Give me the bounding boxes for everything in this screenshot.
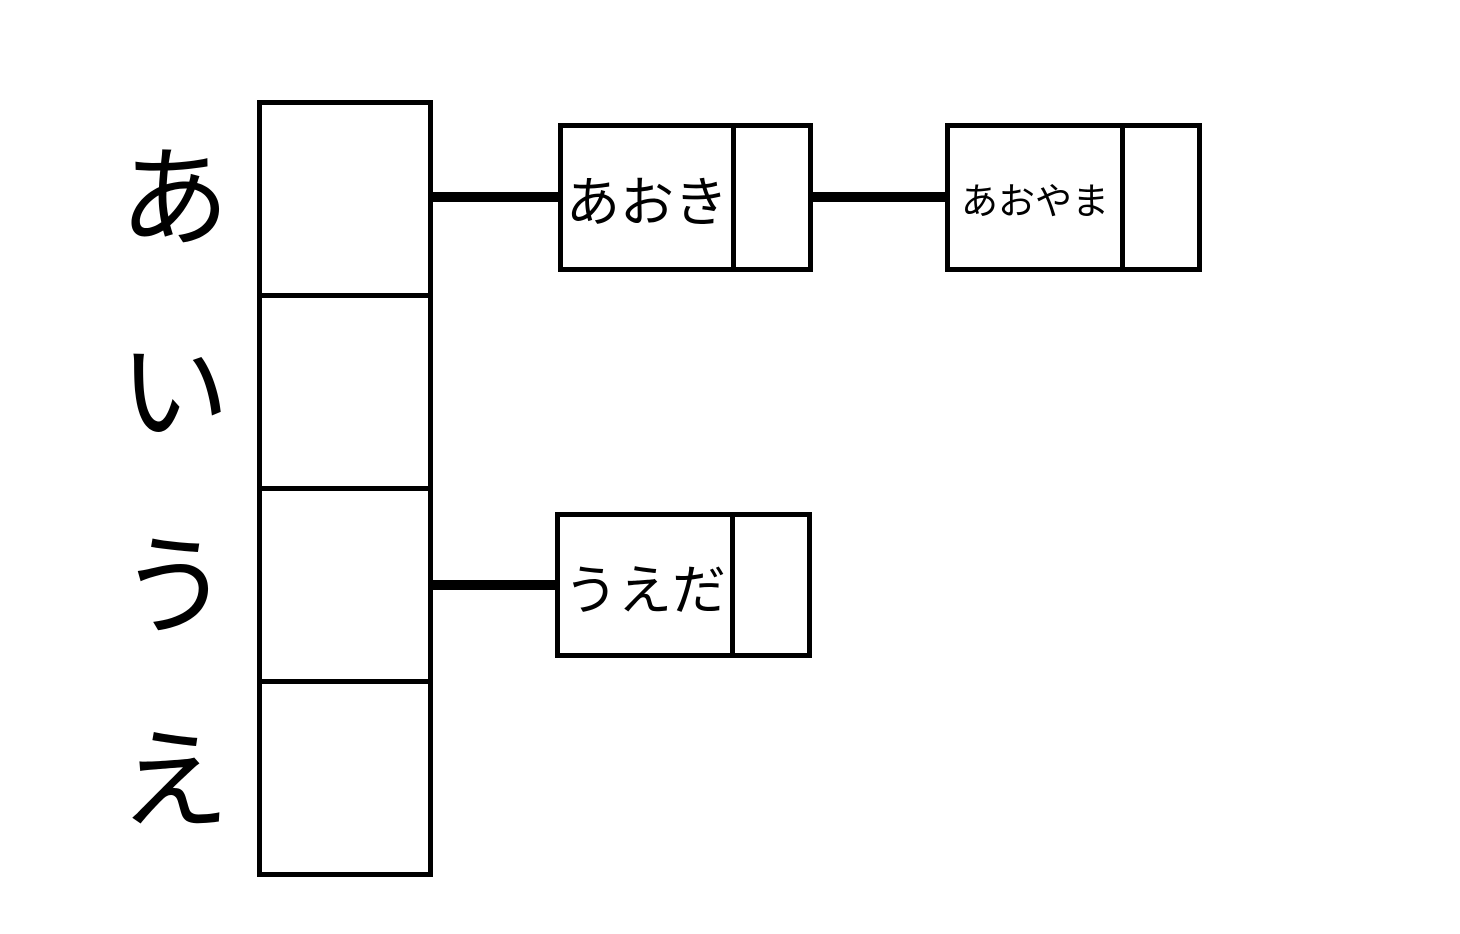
array-cell-u <box>262 491 428 684</box>
bucket-label-a: あ <box>119 138 230 261</box>
array-cell-i <box>262 298 428 491</box>
node-aoki: あおき <box>558 123 813 272</box>
bucket-label-e: え <box>119 720 230 843</box>
connector-aoki-to-aoyama <box>813 192 945 202</box>
connector-bucket-u-to-ueda <box>433 580 555 590</box>
node-aoki-data-cell: あおき <box>563 128 736 267</box>
node-ueda: うえだ <box>555 512 812 658</box>
node-aoyama-data-cell: あおやま <box>950 128 1125 267</box>
node-aoyama-pointer-cell <box>1125 128 1197 267</box>
array-cell-a <box>262 105 428 298</box>
node-aoyama: あおやま <box>945 123 1202 272</box>
bucket-label-u: う <box>119 526 230 649</box>
bucket-label-i: い <box>119 332 230 455</box>
node-ueda-data-cell: うえだ <box>560 517 735 653</box>
connector-bucket-a-to-aoki <box>433 192 558 202</box>
node-ueda-pointer-cell <box>735 517 807 653</box>
array-cell-e <box>262 684 428 872</box>
hash-bucket-array <box>257 100 433 877</box>
node-aoki-pointer-cell <box>736 128 808 267</box>
